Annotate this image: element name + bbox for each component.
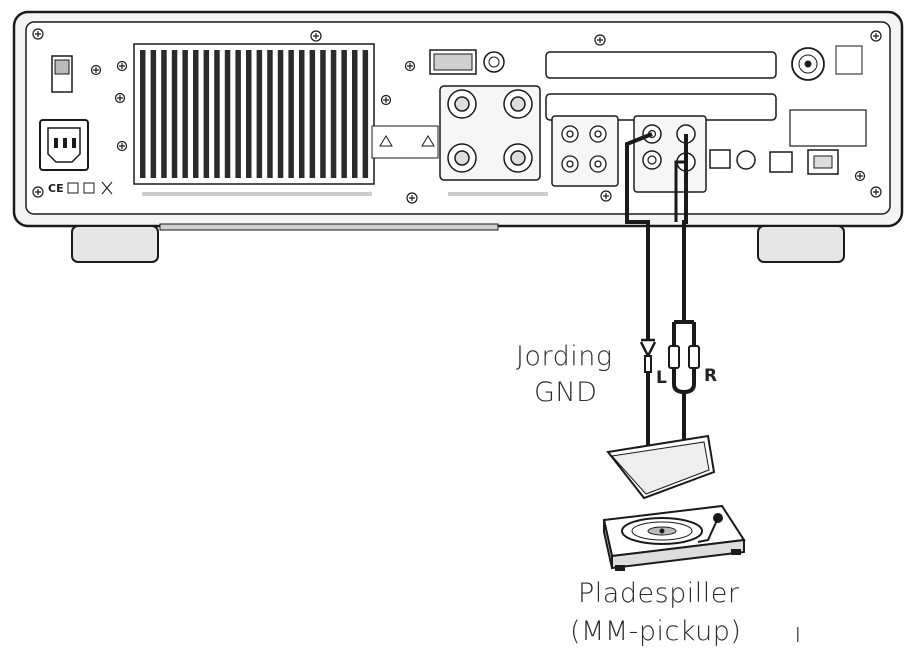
sub-out-jack [642,150,662,170]
heatsink-vents [133,43,375,185]
vent-fin [246,50,252,178]
vent-fin [235,50,241,178]
vent-fin [203,50,210,178]
dab-antenna-connector [791,47,825,81]
vent-fin [341,50,347,178]
rca-split [672,320,696,346]
usb-port [769,151,793,173]
vent-fin [362,50,369,178]
turntable-label-line2: (MM-pickup) [570,616,742,647]
info-label-box [789,109,867,147]
fm-connector [483,51,505,73]
ground-wire [625,132,653,340]
foot-right [757,225,845,263]
warning-label [371,125,439,159]
vent-fin [256,50,263,178]
vent-fin [171,50,178,178]
vent-fin [193,50,199,178]
left-channel-label: L [656,368,667,388]
vent-fin [140,50,146,178]
vent-fin [352,50,358,178]
vent-fin [161,50,167,178]
vent-fin [330,50,337,178]
vent-fin [320,50,326,178]
right-channel-label: R [704,366,718,386]
vent-fin [299,50,305,178]
chassis-base-trim [159,223,499,231]
turntable-icon [602,434,746,571]
cables [625,132,700,446]
svg-text:CE: CE [48,182,64,195]
tonearm [697,517,719,543]
heatsink-frame [133,43,375,185]
foot-left [71,225,159,263]
text-cursor-mark [797,627,799,642]
optical-port [709,149,731,169]
vent-fin [277,50,284,178]
signal-cable [682,134,688,322]
vent-fin [150,50,157,178]
vent-fin [224,50,231,178]
screw-icon [32,28,882,204]
rca-block-line [551,115,619,187]
vent-fin [182,50,188,178]
vent-fin [267,50,273,178]
rca-plug-right [688,345,700,369]
vent-fin [288,50,294,178]
rca-plug-left [668,345,680,369]
vent-fin [309,50,316,178]
vent-fin [214,50,220,178]
ground-spade-connector [639,338,657,359]
ground-label-line2: GND [534,377,598,408]
coaxial-port [736,150,756,170]
ground-label-line1: Jording [516,341,613,372]
turntable-label-line1: Pladespiller [578,578,740,609]
speaker-terminal-icon [447,89,533,173]
slot-plate-top [545,51,777,79]
